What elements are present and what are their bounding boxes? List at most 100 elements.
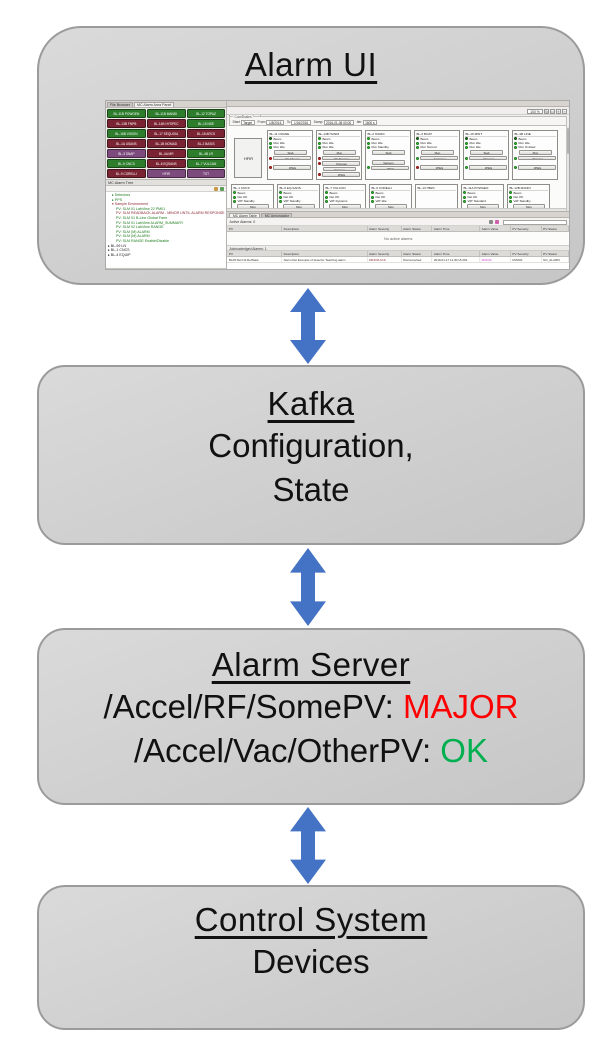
tree-item[interactable]: PV: SLM (M) ALARM <box>116 234 150 239</box>
table-column-header[interactable]: PV Status <box>542 251 569 256</box>
panel-button[interactable]: JPEG <box>371 165 410 171</box>
panel-button[interactable]: JPEG <box>420 165 459 170</box>
beamline-button[interactable]: BL-14B HYSPEC <box>146 119 186 128</box>
main-vscrollbar[interactable] <box>566 126 569 211</box>
panel-button[interactable]: Mon <box>322 150 357 155</box>
hfir-button[interactable]: HFIR <box>234 138 263 178</box>
panel-button[interactable]: Stab <box>469 150 504 155</box>
main-hscrollbar[interactable] <box>227 208 566 211</box>
beamline-button[interactable]: BL-4B LR <box>186 149 226 158</box>
beamline-button[interactable]: BL-9 CORELLI <box>107 169 146 178</box>
beamline-button[interactable]: BL-3 SNAP <box>107 149 146 158</box>
tree-hscrollbar[interactable] <box>106 268 227 269</box>
panel-button[interactable]: Chopper <box>322 161 361 166</box>
panel-button[interactable]: Mon <box>518 150 553 155</box>
panel-button[interactable]: JPEG <box>469 165 508 170</box>
beamline-button[interactable]: BL-13B FNPB <box>107 119 146 128</box>
zoom-button[interactable]: + <box>556 108 561 114</box>
alarm-table-tab[interactable]: MC Alarm Table <box>229 213 261 218</box>
tree-item[interactable]: PV: SLM RANGE Enable/Disable <box>116 238 169 243</box>
beamline-button[interactable]: BL-12 TOPAZ <box>186 109 226 118</box>
beamline-button[interactable]: BL-2 BASIS <box>186 139 226 148</box>
beamline-button[interactable]: BL-4A MR <box>146 149 186 158</box>
form-field-input[interactable]: Target <box>240 119 255 125</box>
form-field-input[interactable]: 1/8/2016 <box>266 119 284 125</box>
alarm-table-tab[interactable]: MC Annunciator <box>261 213 293 218</box>
beamline-button[interactable]: BL-7 VULCAN <box>186 159 226 168</box>
table-column-header[interactable]: PV <box>227 226 283 231</box>
table-column-header[interactable]: Alarm Severity <box>368 226 402 231</box>
led-label: Run Idle <box>273 141 285 146</box>
panel-button[interactable]: JPEG <box>518 165 557 170</box>
table-column-header[interactable]: Description <box>282 251 368 256</box>
beamline-button[interactable]: BL-6 EQSANS <box>146 159 186 168</box>
tree-item[interactable]: PV: SLM 01 B-Line Global Farm <box>116 215 168 220</box>
table-column-header[interactable]: Alarm Time <box>432 251 481 256</box>
zoom-button[interactable]: □ <box>550 108 555 114</box>
panel-button[interactable]: Stab <box>273 150 308 155</box>
beamline-button[interactable]: BL-5 CNCS <box>107 159 146 168</box>
beamline-button[interactable]: TST <box>186 169 226 178</box>
zoom-button[interactable]: ↻ <box>544 108 549 114</box>
settings-icon[interactable] <box>488 219 493 224</box>
zoom-button[interactable]: − <box>562 108 567 114</box>
tree-collapse-icon[interactable] <box>214 187 219 191</box>
tree-item[interactable]: PV: SLM 01 LabView 22 PM01 <box>116 206 166 211</box>
panel-button[interactable]: JPEG <box>273 165 312 170</box>
table-column-header[interactable]: PV Severity <box>511 251 542 256</box>
tree-item[interactable]: ▾ Sample Environment <box>112 202 149 207</box>
left-tab[interactable]: File Browser <box>107 102 133 107</box>
panel-button[interactable]: JPEG <box>322 172 361 177</box>
beamline-button[interactable]: BL-16B VISION <box>107 129 146 138</box>
tree-item[interactable]: PV: SLM (M) ALARM <box>116 229 150 234</box>
beamline-button[interactable]: HFIR <box>146 169 186 178</box>
form-field-input[interactable]: 1600 s <box>362 119 378 125</box>
table-column-header[interactable]: Alarm Time <box>432 226 481 231</box>
panel-button[interactable]: Chopper <box>469 155 508 161</box>
beamline-button[interactable]: BL-1B NOMAD <box>146 139 186 148</box>
panel-button[interactable]: Stab <box>371 150 406 155</box>
table-column-header[interactable]: Alarm Status <box>402 226 433 231</box>
beamline-button[interactable]: BL-15 NSE <box>186 119 226 128</box>
panel-button[interactable]: Vacuum <box>322 166 357 172</box>
tree-item[interactable]: PV: SLM 02 LabView RANGE <box>116 225 164 230</box>
tree-item[interactable]: PV: SLM READBACK ALARM - MINOR UNTIL ALA… <box>116 211 225 216</box>
panel-button[interactable]: TC Stopper <box>322 155 361 161</box>
tree-item[interactable]: ▸ BL-1 CNCS <box>108 248 130 253</box>
zoom-level-field[interactable]: 100 % <box>527 108 543 114</box>
tree-item[interactable]: ▸ BL-4 EQUIP <box>108 252 131 257</box>
table-search-input[interactable] <box>503 219 567 225</box>
filter-icon[interactable] <box>494 219 499 224</box>
table-column-header[interactable]: PV <box>227 251 283 256</box>
panel-button[interactable]: ArcAngel <box>420 155 459 161</box>
panel-button[interactable]: Vacuum <box>371 160 406 165</box>
beamline-button[interactable]: BL-1A USANS <box>107 139 146 148</box>
form-field-input[interactable]: 1/16/2016 <box>291 119 311 125</box>
tree-item[interactable]: ▸ PPS <box>112 197 122 202</box>
beamline-button[interactable]: BL-18 ARCS <box>186 129 226 138</box>
table-column-header[interactable]: PV Status <box>542 226 569 231</box>
no-active-alarms-message: No active alarms <box>227 232 569 245</box>
led-row: Beam <box>325 191 364 195</box>
left-tab[interactable]: MC Alarm Area Panel <box>133 102 175 107</box>
tree-item[interactable]: ▸ BL-99 LN <box>108 243 126 248</box>
panel-button[interactable]: Mon <box>420 150 455 155</box>
table-column-header[interactable]: Description <box>282 226 368 231</box>
beamline-button[interactable]: BL-17 SEQUOIA <box>146 129 186 138</box>
panel-button[interactable]: TC Choose <box>273 155 312 161</box>
panel-button[interactable]: Chopper <box>518 155 557 161</box>
tree-item[interactable]: PV: SLM 01 LabView ALARM_SUMMARY <box>116 220 184 225</box>
table-column-header[interactable]: Alarm Status <box>402 251 433 256</box>
table-column-header[interactable]: Alarm Value <box>480 251 511 256</box>
table-column-header[interactable]: Alarm Severity <box>368 251 402 256</box>
led-row: Beam <box>416 137 458 141</box>
table-column-header[interactable]: Alarm Value <box>480 226 511 231</box>
table-column-header[interactable]: PV Severity <box>511 226 542 231</box>
beamline-button[interactable]: BL-11B MANDI <box>146 109 186 118</box>
beamline-button[interactable]: BL-11B POWGEN <box>107 109 146 118</box>
tree-expand-icon[interactable] <box>220 187 225 191</box>
tree-item[interactable]: ▸ Detectors <box>112 193 131 197</box>
form-field-input[interactable]: 2016-01-08 00:00 <box>323 119 354 125</box>
